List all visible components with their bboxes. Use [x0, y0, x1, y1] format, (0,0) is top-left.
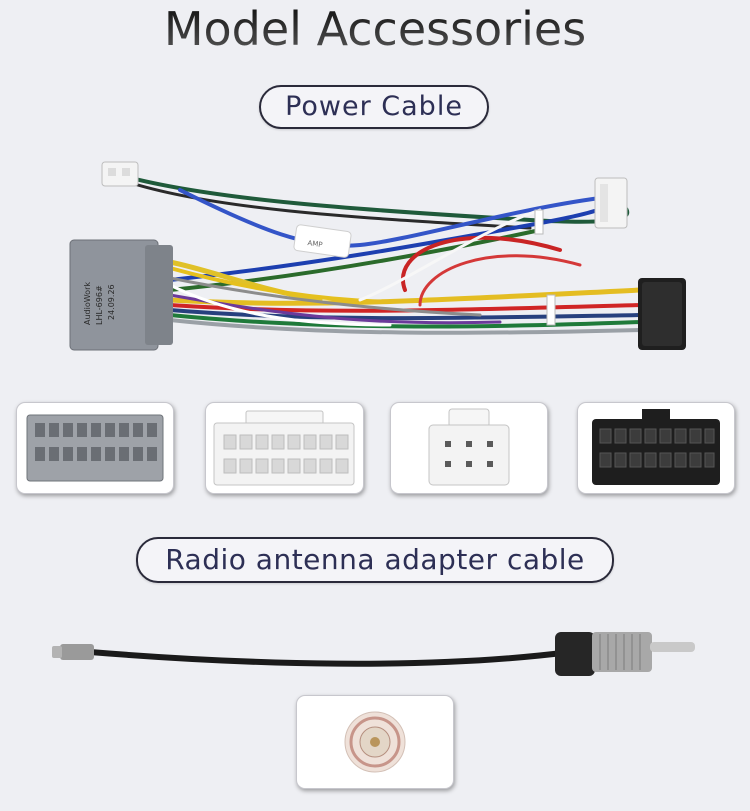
antenna-connector-end-card: [296, 695, 454, 789]
page-title: Model Accessories: [0, 2, 750, 56]
section-label-power-cable: Power Cable: [259, 85, 489, 129]
amp-tag: AMP: [307, 239, 323, 249]
connector-date-text: 24.09.26: [107, 284, 116, 320]
antenna-adapter-cable-image: [52, 632, 695, 676]
connector-card-gray: [16, 402, 174, 494]
power-cable-harness-image: AMP AudioWork LHL-696# 24.09.26: [69, 161, 686, 351]
connector-card-white-16pin: [205, 402, 364, 494]
connector-card-white-6pin: [390, 402, 548, 494]
connector-model-text: LHL-696#: [95, 285, 104, 325]
connector-card-black-iso: [577, 402, 735, 494]
section-label-radio-antenna: Radio antenna adapter cable: [136, 537, 614, 583]
connector-brand-text: AudioWork: [83, 282, 92, 325]
